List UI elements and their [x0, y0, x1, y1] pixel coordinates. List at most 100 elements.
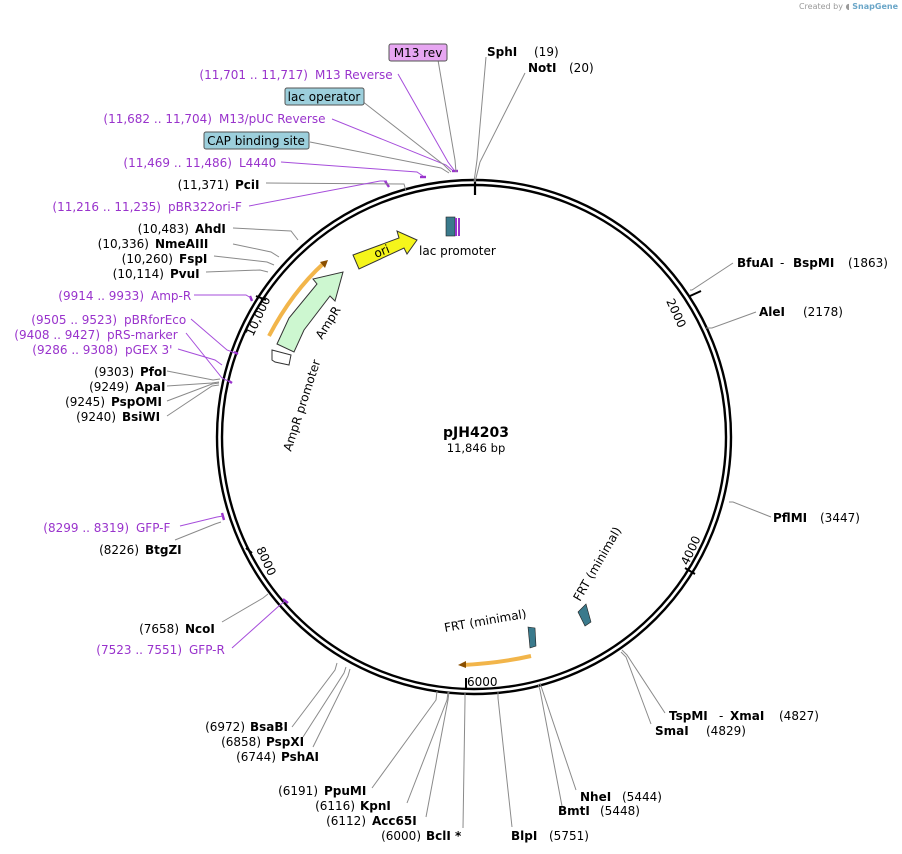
enzyme-alei[interactable]: AleI (2178) [759, 305, 843, 319]
enzyme-tspmi[interactable]: TspMI - XmaI (4827) [669, 709, 819, 723]
primer-pbrforeco[interactable]: (9505 .. 9523) pBRforEco [31, 313, 186, 327]
enzyme-bcli[interactable]: (6000) BclI * [381, 829, 462, 843]
credit-brand: SnapGene [852, 2, 898, 11]
lac-promoter-feature[interactable] [445, 216, 456, 237]
enzyme-pflmi[interactable]: PflMI (3447) [773, 511, 860, 525]
primer-gfp-f[interactable]: (8299 .. 8319) GFP-F [43, 521, 170, 535]
enzyme-pos: (6116) [315, 799, 355, 813]
orange-orf-ampr-head [320, 260, 328, 268]
enzyme-name: SmaI [655, 724, 689, 738]
enzyme-pos: (8226) [99, 543, 139, 557]
enzyme-name: BfuAI [737, 256, 774, 270]
enzyme-pos: (3447) [820, 511, 860, 525]
enzyme-leader-lines [166, 56, 772, 829]
ampr-feature[interactable] [276, 271, 344, 353]
lac-promoter-label: lac promoter [419, 244, 496, 258]
frt-label-2: FRT (minimal) [443, 607, 527, 635]
enzyme-pos: (10,336) [98, 237, 149, 251]
enzyme-fspi[interactable]: (10,260) FspI [122, 252, 208, 266]
frt-feature-1[interactable] [577, 603, 592, 627]
enzyme-kpni[interactable]: (6116) KpnI [315, 799, 391, 813]
primer-pbr322ori-f[interactable]: (11,216 .. 11,235) pBR322ori-F [52, 200, 242, 214]
enzyme-bsabi[interactable]: (6972) BsaBI [205, 720, 288, 734]
enzyme-name: PpuMI [324, 784, 366, 798]
primer-name: GFP-F [136, 521, 171, 535]
primer-amp-r[interactable]: (9914 .. 9933) Amp-R [58, 289, 191, 303]
frt-feature-2[interactable] [527, 626, 537, 649]
enzyme-pos: (4827) [779, 709, 819, 723]
enzyme-name: SphI [487, 45, 517, 59]
cap-binding-site-box[interactable] [203, 131, 310, 150]
primer-name: M13/pUC Reverse [219, 112, 326, 126]
enzyme-smai[interactable]: SmaI (4829) [655, 724, 746, 738]
enzyme-pos: (6000) [381, 829, 421, 843]
scale-ticks [245, 290, 702, 690]
enzyme-apai[interactable]: (9249) ApaI [89, 380, 165, 394]
enzyme-pspxi[interactable]: (6858) PspXI [221, 735, 304, 749]
enzyme-name: NheI [580, 790, 611, 804]
enzyme-nhei[interactable]: NheI (5444) [580, 790, 662, 804]
enzyme-sphi[interactable]: SphI (19) [487, 45, 559, 59]
primer-name: GFP-R [189, 643, 225, 657]
ampr-promoter-feature[interactable] [271, 349, 292, 366]
enzyme-acc65i[interactable]: (6112) Acc65I [326, 814, 417, 828]
enzyme-pos: (6191) [278, 784, 318, 798]
enzyme-bsiwi[interactable]: (9240) BsiWI [76, 410, 160, 424]
plasmid-length: 11,846 bp [447, 441, 506, 455]
primer-name: Amp-R [151, 289, 191, 303]
orange-orf-bottom[interactable] [462, 654, 532, 667]
frt-label-1: FRT (minimal) [570, 524, 624, 603]
enzyme-noti[interactable]: NotI (20) [528, 61, 594, 75]
primer-name: pBR322ori-F [168, 200, 242, 214]
primer-pgex-3[interactable]: (9286 .. 9308) pGEX 3' [32, 343, 172, 357]
tick-label-6000: 6000 [467, 675, 498, 689]
snapgene-logo-icon: ◖ [845, 2, 850, 11]
enzyme-pos: (11,371) [178, 178, 229, 192]
enzyme-ahdi[interactable]: (10,483) AhdI [138, 222, 226, 236]
primer-prs-marker[interactable]: (9408 .. 9427) pRS-marker [14, 328, 177, 342]
enzyme-pos: (6744) [236, 750, 276, 764]
primer-range: (9505 .. 9523) [31, 313, 117, 327]
lac-operator-box[interactable] [284, 87, 365, 106]
enzyme-name: PfoI [140, 365, 167, 379]
primer-name: pRS-marker [107, 328, 178, 342]
primer-range: (7523 .. 7551) [96, 643, 182, 657]
primer-leader-lines [177, 73, 455, 649]
enzyme-pshai[interactable]: (6744) PshAI [236, 750, 319, 764]
enzyme-name-2: XmaI [730, 709, 764, 723]
enzyme-name: AleI [759, 305, 785, 319]
primer-gfp-r[interactable]: (7523 .. 7551) GFP-R [96, 643, 225, 657]
enzyme-pspomi[interactable]: (9245) PspOMI [65, 395, 162, 409]
orange-orf-ampr[interactable] [267, 261, 326, 337]
enzyme-pos: (10,260) [122, 252, 173, 266]
ori-feature[interactable] [352, 230, 418, 270]
enzyme-name: PvuI [170, 267, 200, 281]
enzyme-name: FspI [179, 252, 207, 266]
m13-rev-box[interactable] [388, 43, 448, 62]
enzyme-pfoi[interactable]: (9303) PfoI [94, 365, 167, 379]
enzyme-name: NcoI [185, 622, 215, 636]
enzyme-pvui[interactable]: (10,114) PvuI [113, 267, 200, 281]
enzyme-bmti[interactable]: BmtI (5448) [558, 804, 640, 818]
primer-m13-puc-reverse[interactable]: (11,682 .. 11,704) M13/pUC Reverse [103, 112, 325, 126]
primer-l4440[interactable]: (11,469 .. 11,486) L4440 [123, 156, 276, 170]
enzyme-pos: (6858) [221, 735, 261, 749]
enzyme-pcii[interactable]: (11,371) PciI [178, 178, 260, 192]
primer-range: (11,469 .. 11,486) [123, 156, 232, 170]
primer-range: (11,682 .. 11,704) [103, 112, 212, 126]
primer-range: (9286 .. 9308) [32, 343, 118, 357]
enzyme-dash: - [780, 256, 784, 270]
enzyme-pos: (9303) [94, 365, 134, 379]
ampr-promoter-label: AmpR promoter [281, 358, 324, 453]
primer-range: (11,701 .. 11,717) [199, 68, 308, 82]
enzyme-name-2: BspMI [793, 256, 834, 270]
enzyme-btgzi[interactable]: (8226) BtgZI [99, 543, 182, 557]
snapgene-credit: Created by ◖ SnapGene [799, 2, 898, 11]
enzyme-ppumi[interactable]: (6191) PpuMI [278, 784, 366, 798]
enzyme-nmeaiii[interactable]: (10,336) NmeAIII [98, 237, 209, 251]
enzyme-bfuai[interactable]: BfuAI - BspMI (1863) [737, 256, 888, 270]
enzyme-blpi[interactable]: BlpI (5751) [511, 829, 589, 843]
enzyme-ncoi[interactable]: (7658) NcoI [139, 622, 215, 636]
primer-m13-reverse[interactable]: (11,701 .. 11,717) M13 Reverse [199, 68, 392, 82]
